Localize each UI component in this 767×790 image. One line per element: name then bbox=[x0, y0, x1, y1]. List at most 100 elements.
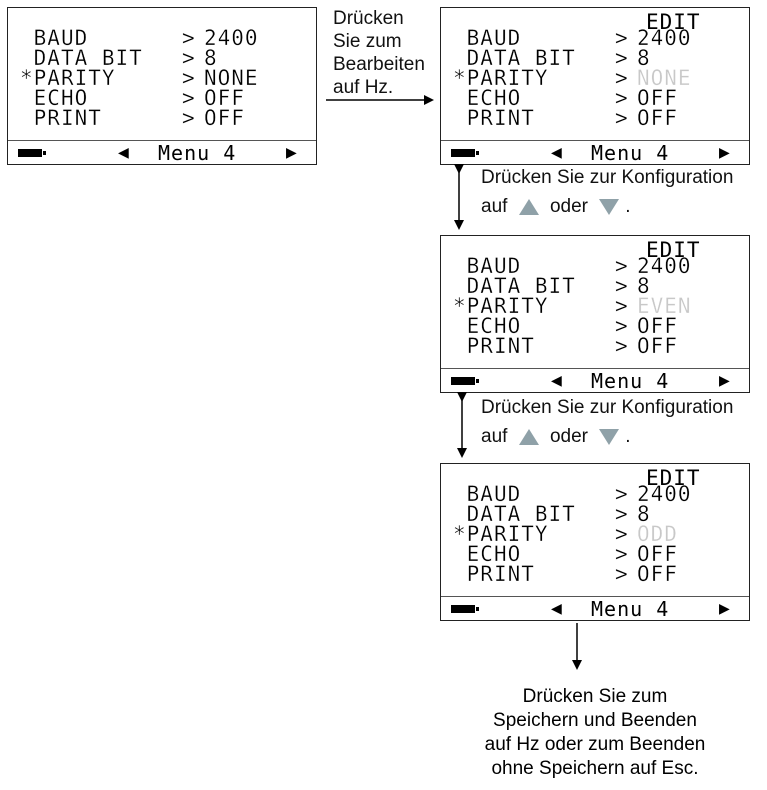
menu-left-arrow-icon: ◀ bbox=[551, 601, 562, 617]
row-echo-gt: > bbox=[615, 86, 629, 110]
word-oder: oder bbox=[549, 196, 589, 217]
row-parity-label: *PARITY bbox=[453, 522, 549, 546]
row-baud-gt: > bbox=[615, 254, 629, 278]
note-config-1-line-1: Drücken Sie zur Konfiguration bbox=[481, 167, 734, 188]
row-echo-label: ECHO bbox=[33, 86, 89, 110]
row-echo-gt: > bbox=[615, 542, 629, 566]
lcd-screen-initial: BAUD > 2400 DATA BIT > 8 *PARITY > NONE … bbox=[7, 7, 317, 165]
menu-right-arrow-icon: ▶ bbox=[719, 145, 730, 161]
row-databit-gt: > bbox=[615, 502, 629, 526]
note-final-line-3: auf Hz oder zum Beenden bbox=[484, 734, 706, 755]
row-echo-value: OFF bbox=[637, 86, 678, 110]
battery-icon bbox=[451, 605, 479, 613]
row-parity-gt: > bbox=[615, 66, 629, 90]
row-print-label: PRINT bbox=[466, 562, 535, 586]
row-baud-gt: > bbox=[615, 482, 629, 506]
menu-right-arrow-icon: ▶ bbox=[719, 601, 730, 617]
battery-icon bbox=[451, 377, 479, 385]
note-save-exit: Drücken Sie zum Speichern und Beenden au… bbox=[440, 685, 750, 781]
row-databit-label: DATA BIT bbox=[33, 46, 143, 70]
row-baud-label: BAUD bbox=[466, 254, 522, 278]
word-oder: oder bbox=[549, 426, 589, 447]
row-parity-label: *PARITY bbox=[20, 66, 116, 90]
lcd-divider bbox=[441, 140, 749, 141]
row-parity-label: *PARITY bbox=[453, 294, 549, 318]
down-arrow-key-icon bbox=[599, 428, 620, 445]
menu-label: Menu 4 bbox=[158, 141, 237, 165]
battery-icon bbox=[18, 149, 46, 157]
row-baud-gt: > bbox=[182, 26, 196, 50]
row-baud-label: BAUD bbox=[466, 482, 522, 506]
row-print-value: OFF bbox=[637, 334, 678, 358]
row-databit-value: 8 bbox=[637, 274, 651, 298]
row-parity-value-editing: EVEN bbox=[637, 294, 692, 318]
row-echo-label: ECHO bbox=[466, 542, 522, 566]
edit-indicator: EDIT bbox=[646, 10, 701, 34]
row-databit-gt: > bbox=[615, 274, 629, 298]
note-final-line-4: ohne Speichern auf Esc. bbox=[491, 758, 699, 779]
row-echo-gt: > bbox=[182, 86, 196, 110]
menu-label: Menu 4 bbox=[591, 141, 670, 165]
note-final-line-2: Speichern und Beenden bbox=[493, 710, 697, 731]
row-echo-value: OFF bbox=[204, 86, 245, 110]
row-echo-label: ECHO bbox=[466, 314, 522, 338]
row-databit-value: 8 bbox=[637, 502, 651, 526]
row-baud-value: 2400 bbox=[637, 254, 692, 278]
row-baud-label: BAUD bbox=[33, 26, 89, 50]
row-print-value: OFF bbox=[637, 562, 678, 586]
lcd-screen-edit-none: EDIT BAUD > 2400 DATA BIT > 8 *PARITY > … bbox=[440, 7, 750, 165]
down-arrow-key-icon bbox=[599, 198, 620, 215]
row-print-gt: > bbox=[615, 106, 629, 130]
row-databit-label: DATA BIT bbox=[466, 502, 576, 526]
row-databit-gt: > bbox=[182, 46, 196, 70]
row-print-gt: > bbox=[182, 106, 196, 130]
period: . bbox=[625, 196, 631, 217]
note-edit-line-2: Sie zum bbox=[333, 31, 402, 52]
row-print-label: PRINT bbox=[466, 334, 535, 358]
note-edit-hz: Drücken Sie zum Bearbeiten auf Hz. bbox=[333, 7, 425, 99]
edit-indicator: EDIT bbox=[646, 466, 701, 490]
lcd-screen-edit-even: EDIT BAUD > 2400 DATA BIT > 8 *PARITY > … bbox=[440, 235, 750, 393]
word-auf: auf bbox=[481, 426, 508, 447]
lcd-screen-edit-odd: EDIT BAUD > 2400 DATA BIT > 8 *PARITY > … bbox=[440, 463, 750, 621]
row-echo-label: ECHO bbox=[466, 86, 522, 110]
row-parity-label: *PARITY bbox=[453, 66, 549, 90]
row-print-gt: > bbox=[615, 334, 629, 358]
row-print-label: PRINT bbox=[33, 106, 102, 130]
row-databit-label: DATA BIT bbox=[466, 46, 576, 70]
menu-left-arrow-icon: ◀ bbox=[551, 373, 562, 389]
row-parity-gt: > bbox=[615, 294, 629, 318]
row-baud-label: BAUD bbox=[466, 26, 522, 50]
menu-right-arrow-icon: ▶ bbox=[286, 145, 297, 161]
note-config-1-line-2: auf oder . bbox=[481, 195, 733, 218]
menu-label: Menu 4 bbox=[591, 369, 670, 393]
menu-right-arrow-icon: ▶ bbox=[719, 373, 730, 389]
row-parity-value-editing: NONE bbox=[637, 66, 692, 90]
word-auf: auf bbox=[481, 196, 508, 217]
row-baud-value: 2400 bbox=[637, 26, 692, 50]
row-print-value: OFF bbox=[637, 106, 678, 130]
row-parity-gt: > bbox=[615, 522, 629, 546]
row-databit-label: DATA BIT bbox=[466, 274, 576, 298]
menu-left-arrow-icon: ◀ bbox=[551, 145, 562, 161]
row-echo-value: OFF bbox=[637, 314, 678, 338]
note-config-1: Drücken Sie zur Konfiguration auf oder . bbox=[481, 166, 733, 218]
menu-label: Menu 4 bbox=[591, 597, 670, 621]
row-print-value: OFF bbox=[204, 106, 245, 130]
row-baud-value: 2400 bbox=[204, 26, 259, 50]
row-baud-value: 2400 bbox=[637, 482, 692, 506]
lcd-divider bbox=[441, 368, 749, 369]
note-config-2-line-2: auf oder . bbox=[481, 425, 733, 448]
period: . bbox=[625, 426, 631, 447]
row-echo-value: OFF bbox=[637, 542, 678, 566]
row-databit-gt: > bbox=[615, 46, 629, 70]
row-baud-gt: > bbox=[615, 26, 629, 50]
row-print-label: PRINT bbox=[466, 106, 535, 130]
row-echo-gt: > bbox=[615, 314, 629, 338]
lcd-divider bbox=[441, 596, 749, 597]
note-edit-line-3: Bearbeiten bbox=[333, 54, 425, 75]
lcd-divider bbox=[8, 140, 316, 141]
battery-icon bbox=[451, 149, 479, 157]
row-parity-value-editing: ODD bbox=[637, 522, 678, 546]
